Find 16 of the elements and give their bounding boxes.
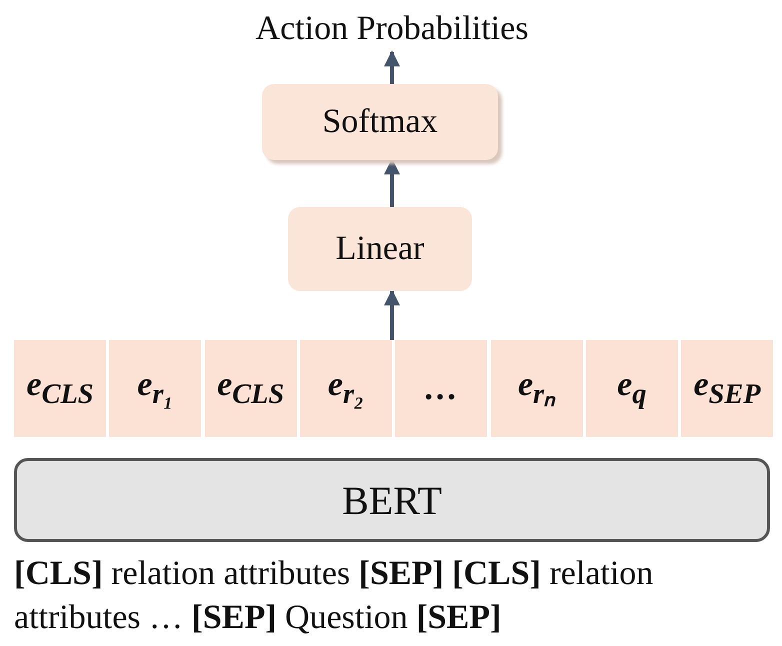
embedding-cell: e$_{q}$ [586,340,678,437]
embedding-cell: e$_{r₂}$ [300,340,392,437]
embedding-cell: e$_{SEP}$ [681,340,774,437]
embedding-cell: e$_{rₙ}$ [490,340,582,437]
arrow [384,50,400,84]
encoder-box: BERT [14,458,770,542]
input-sequence-text: [CLS] relation attributes [SEP] [CLS] relation attributes … [SEP] Question [SEP] [14,554,654,638]
output-label: Action Probabilities [225,6,559,52]
arrow [384,158,400,207]
arrow [384,289,400,340]
softmax-box: Softmax [262,84,498,160]
embedding-cell: e$_{r₁}$ [109,340,202,437]
embedding-cell: e$_{CLS}$ [14,340,106,437]
linear-box: Linear [288,207,472,291]
embedding-cell: … [395,340,488,437]
embedding-cell: e$_{CLS}$ [204,340,297,437]
